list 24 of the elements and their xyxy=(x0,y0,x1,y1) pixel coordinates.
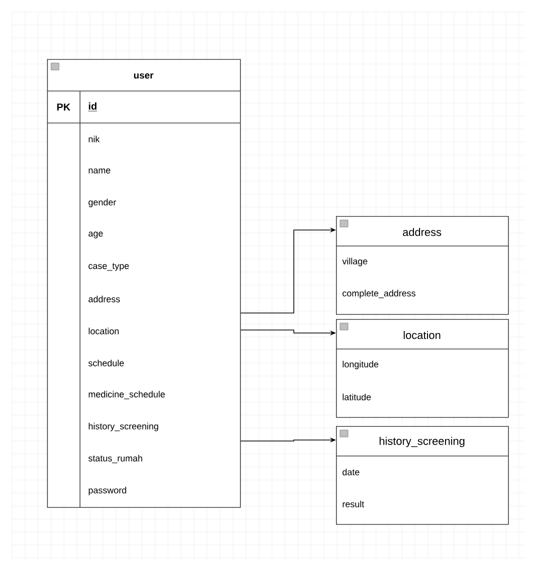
table-title: location xyxy=(404,330,440,340)
field-row: address xyxy=(88,296,120,302)
key-label: PK xyxy=(57,104,70,110)
field-row: complete_address xyxy=(342,290,416,298)
field-row: location xyxy=(88,328,119,334)
field-row: latitude xyxy=(342,394,371,400)
field-row: gender xyxy=(88,198,116,208)
field-row: result xyxy=(342,500,364,508)
field-row: case_type xyxy=(88,263,129,271)
field-row: nik xyxy=(88,136,100,142)
field-row: history_screening xyxy=(88,422,158,432)
field-row: status_rumah xyxy=(88,454,142,464)
field-row: age xyxy=(88,232,103,238)
field-row: longitude xyxy=(342,360,378,370)
table-title: address xyxy=(402,228,442,236)
field-row: medicine_schedule xyxy=(88,390,165,400)
field-row: date xyxy=(342,468,360,476)
field-row: name xyxy=(88,168,110,174)
field-row: schedule xyxy=(88,360,124,366)
key-field: id xyxy=(88,102,98,112)
table-title: user xyxy=(134,73,154,79)
field-row: village xyxy=(342,258,368,266)
table-title: history_screening xyxy=(380,436,464,448)
field-row: password xyxy=(88,486,126,496)
